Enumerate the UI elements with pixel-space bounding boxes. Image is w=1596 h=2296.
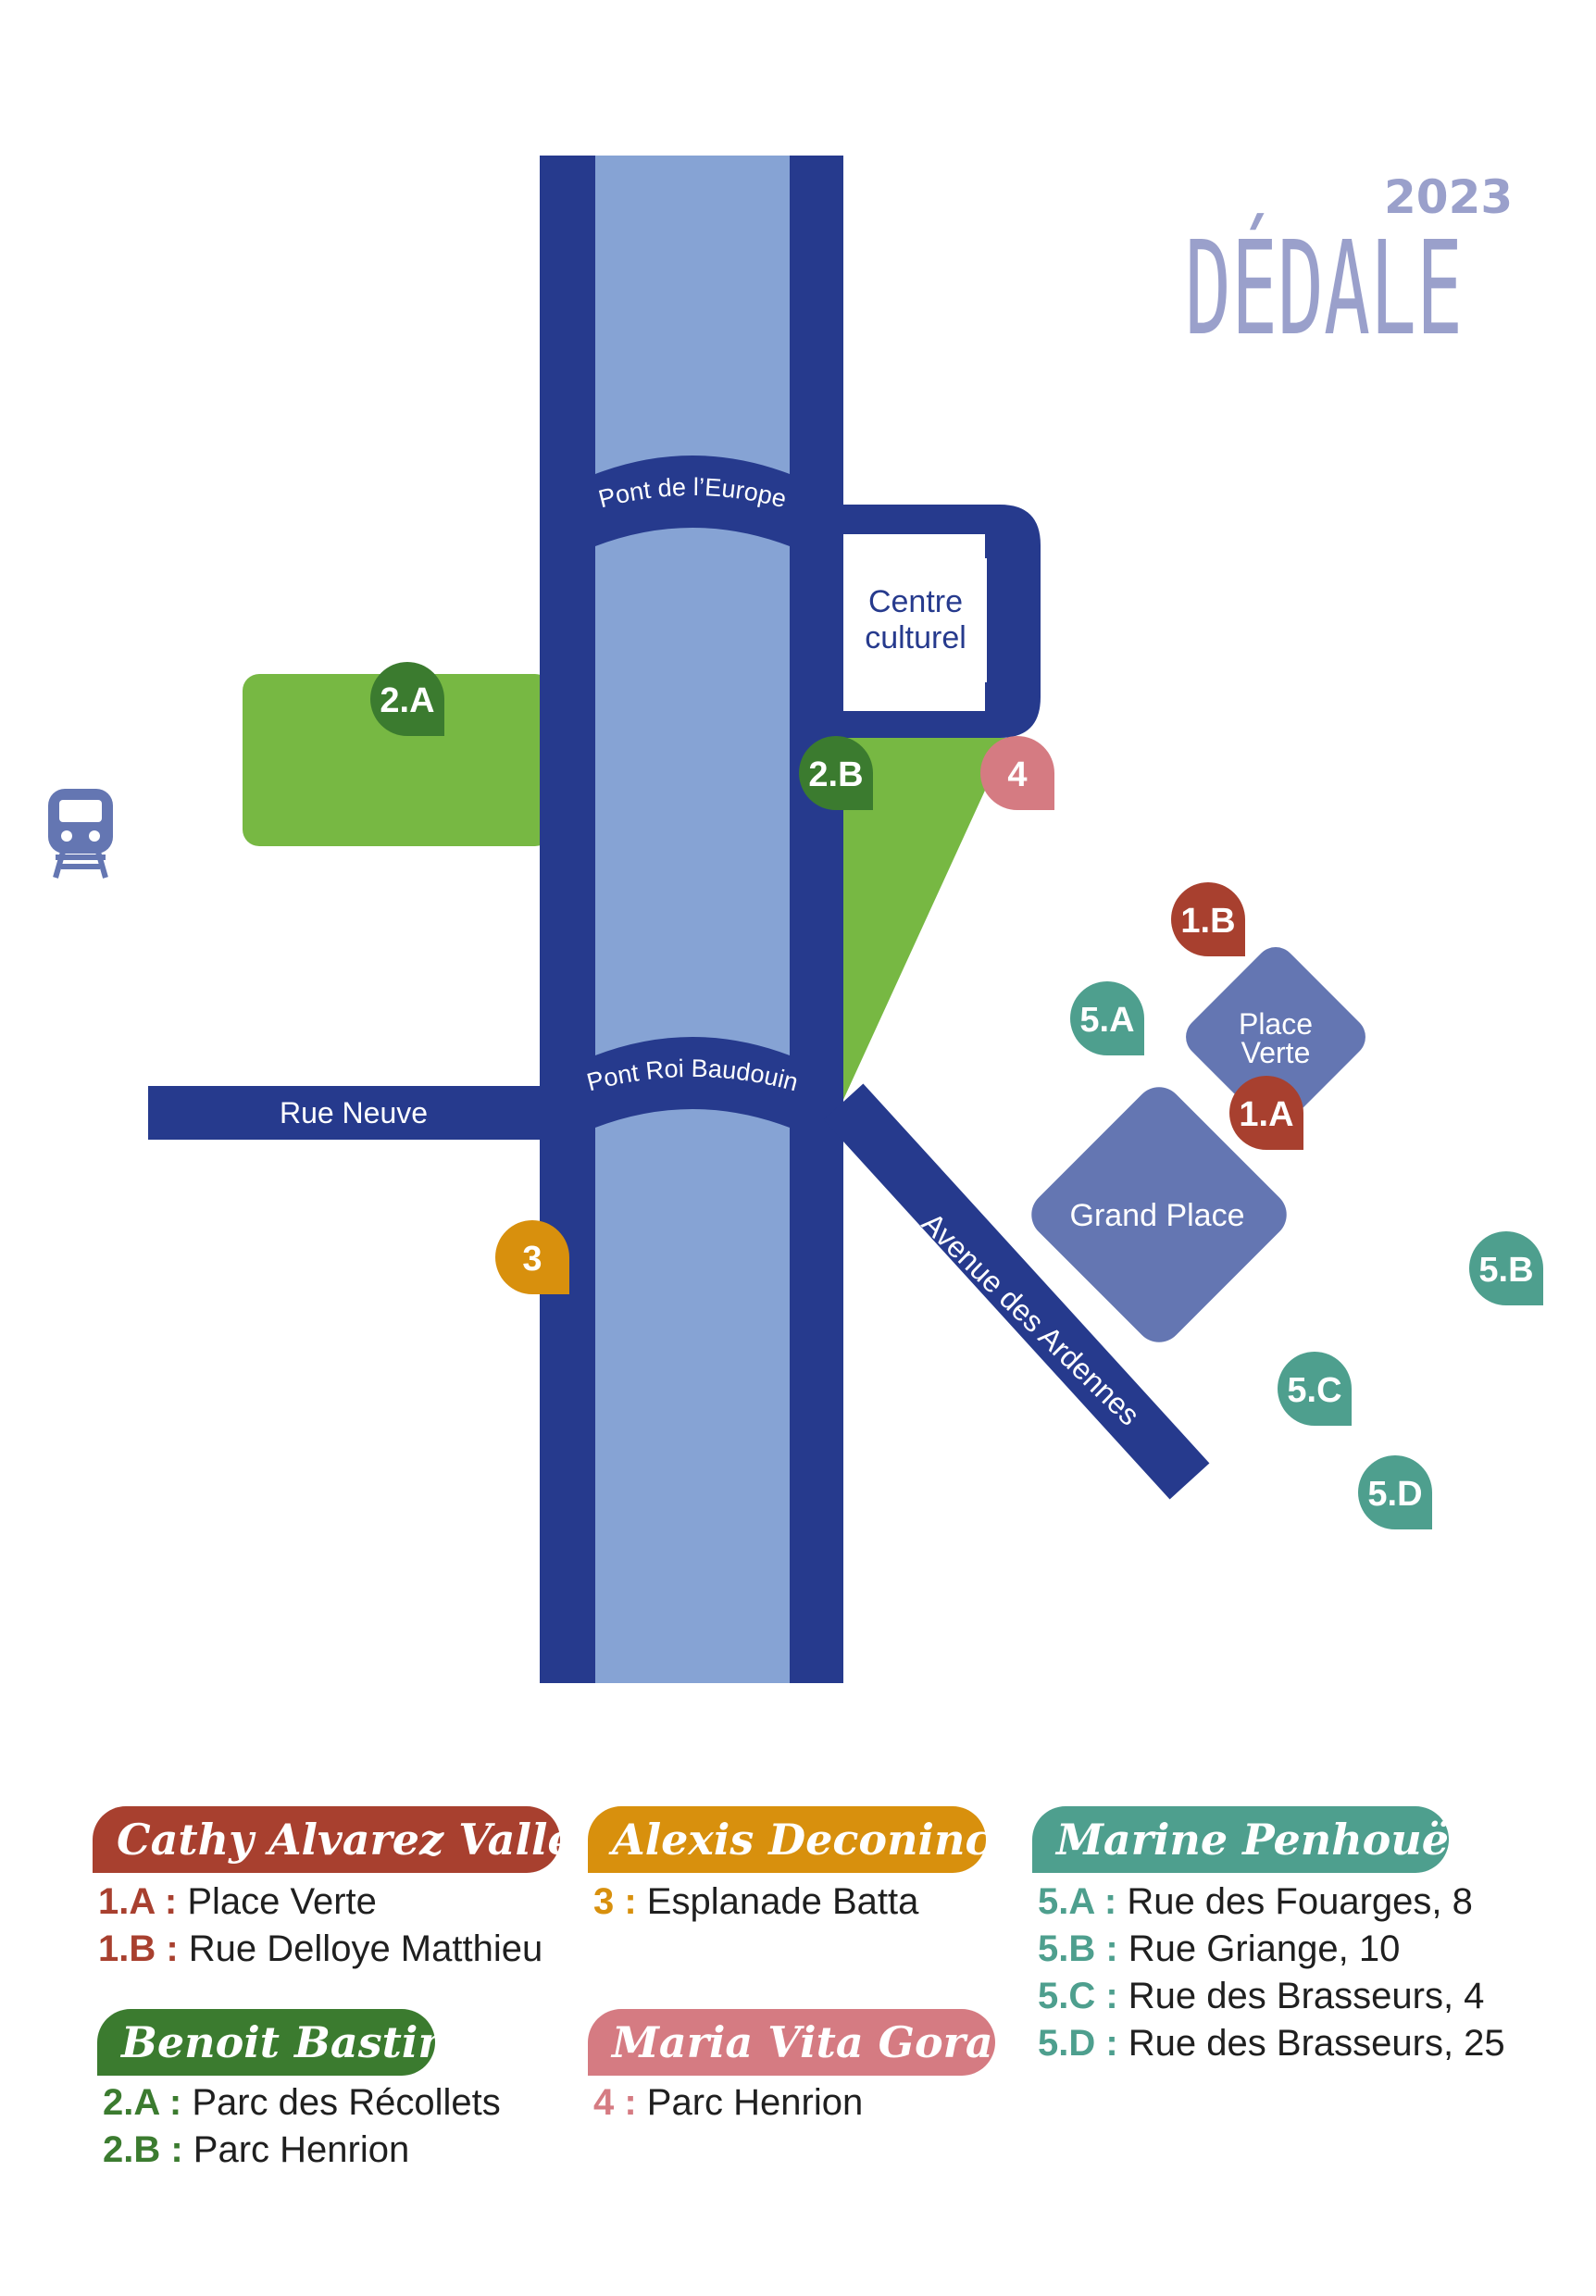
marker-label: 5.C xyxy=(1287,1371,1341,1410)
grand-place-square xyxy=(1031,1087,1287,1342)
left-quay xyxy=(540,417,595,1486)
marker-5a: 5.A xyxy=(1070,981,1144,1055)
legend-entry: 2.A : Parc des Récollets xyxy=(103,2079,501,2127)
legend-code: 5.C : xyxy=(1038,1976,1128,2016)
place-verte-square xyxy=(1186,947,1365,1127)
marker-2a: 2.A xyxy=(370,662,444,736)
marker-label: 3 xyxy=(522,1240,542,1279)
marker-1b: 1.B xyxy=(1171,882,1245,956)
marker-4: 4 xyxy=(980,736,1054,810)
place-verte-label-1: Place xyxy=(1239,1007,1313,1041)
right-quay-bottom xyxy=(790,1486,843,1683)
centre-culturel xyxy=(844,558,987,682)
marker-label: 4 xyxy=(1007,755,1027,794)
legend-place: Rue Delloye Matthieu xyxy=(188,1928,543,1969)
legend-entry: 1.A : Place Verte xyxy=(98,1878,542,1926)
marker-label: 2.A xyxy=(380,681,434,720)
legend-entries: 4 : Parc Henrion xyxy=(593,2079,863,2127)
legend-place: Rue Griange, 10 xyxy=(1128,1928,1401,1969)
legend-entry: 5.A : Rue des Fouarges, 8 xyxy=(1038,1878,1505,1926)
marker-5c: 5.C xyxy=(1278,1352,1352,1426)
legend-code: 5.D : xyxy=(1038,2023,1128,2064)
place-verte-label-2: Verte xyxy=(1241,1036,1311,1069)
legend-code: 3 : xyxy=(593,1881,647,1922)
legend-entry: 2.B : Parc Henrion xyxy=(103,2127,501,2174)
avenue-ardennes-road xyxy=(823,1083,1210,1500)
dedale-logo: DÉDALE 2023 xyxy=(1185,170,1513,365)
river xyxy=(595,156,790,1683)
marker-label: 2.B xyxy=(808,755,863,794)
rue-neuve-road xyxy=(148,1086,546,1140)
legend-place: Rue des Brasseurs, 25 xyxy=(1128,2023,1505,2064)
legend-place: Esplanade Batta xyxy=(646,1881,919,1922)
legend-artist-name: Maria Vita Goral xyxy=(588,2009,1009,2076)
legend-place: Place Verte xyxy=(187,1881,377,1922)
marker-label: 5.B xyxy=(1478,1251,1533,1290)
marker-label: 5.A xyxy=(1079,1001,1134,1040)
parc-henrion xyxy=(842,738,1009,1102)
left-quay-bottom xyxy=(540,1486,595,1683)
pont-roi-road xyxy=(595,1037,790,1128)
legend-artist-name: Cathy Alvarez Valle xyxy=(93,1806,575,1873)
legend-place: Rue des Fouarges, 8 xyxy=(1127,1881,1473,1922)
rue-neuve-label: Rue Neuve xyxy=(280,1096,428,1129)
marker-label: 1.A xyxy=(1239,1095,1293,1134)
centre-culturel-label-1: Centre xyxy=(868,584,963,619)
legend-code: 2.B : xyxy=(103,2129,193,2170)
legend-code: 2.A : xyxy=(103,2082,193,2123)
grand-place-label: Grand Place xyxy=(1070,1198,1245,1233)
legend-artist-name: Benoit Bastin xyxy=(97,2009,449,2076)
legend-entry: 5.C : Rue des Brasseurs, 4 xyxy=(1038,1973,1505,2020)
legend-entry: 1.B : Rue Delloye Matthieu xyxy=(98,1926,542,1973)
legend-entries: 3 : Esplanade Batta xyxy=(593,1878,918,1926)
logo-word: DÉDALE xyxy=(1185,212,1463,365)
left-quay-top xyxy=(540,156,595,417)
legend-entry: 4 : Parc Henrion xyxy=(593,2079,863,2127)
legend-entry: 5.B : Rue Griange, 10 xyxy=(1038,1926,1505,1973)
legend-place: Parc Henrion xyxy=(193,2129,410,2170)
marker-5d: 5.D xyxy=(1358,1455,1432,1529)
train-icon xyxy=(48,789,113,879)
centre-culturel-label-2: culturel xyxy=(865,620,966,655)
marker-label: 1.B xyxy=(1180,902,1235,941)
legend-code: 1.A : xyxy=(98,1881,188,1922)
parc-recollets xyxy=(243,674,552,846)
legend-artist-name: Marine Penhouët xyxy=(1032,1806,1468,1873)
legend-place: Rue des Brasseurs, 4 xyxy=(1128,1976,1485,2016)
marker-2b: 2.B xyxy=(799,736,873,810)
legend-code: 1.B : xyxy=(98,1928,189,1969)
right-quay xyxy=(790,417,843,1486)
centre-loop-road xyxy=(843,505,1041,738)
marker-3: 3 xyxy=(495,1220,569,1294)
pont-europe-road xyxy=(595,455,790,546)
legend-code: 5.A : xyxy=(1038,1881,1128,1922)
legend-code: 4 : xyxy=(593,2082,647,2123)
legend-entry: 3 : Esplanade Batta xyxy=(593,1878,918,1926)
legend-entry: 5.D : Rue des Brasseurs, 25 xyxy=(1038,2020,1505,2067)
right-quay-top xyxy=(790,156,843,417)
legend-code: 5.B : xyxy=(1038,1928,1128,1969)
logo-year: 2023 xyxy=(1384,170,1513,224)
legend-artist-name: Alexis Deconinck xyxy=(588,1806,1020,1873)
marker-1a: 1.A xyxy=(1229,1076,1303,1150)
marker-5b: 5.B xyxy=(1469,1231,1543,1305)
marker-label: 5.D xyxy=(1367,1475,1422,1514)
legend-place: Parc des Récollets xyxy=(192,2082,501,2123)
legend-place: Parc Henrion xyxy=(646,2082,864,2123)
